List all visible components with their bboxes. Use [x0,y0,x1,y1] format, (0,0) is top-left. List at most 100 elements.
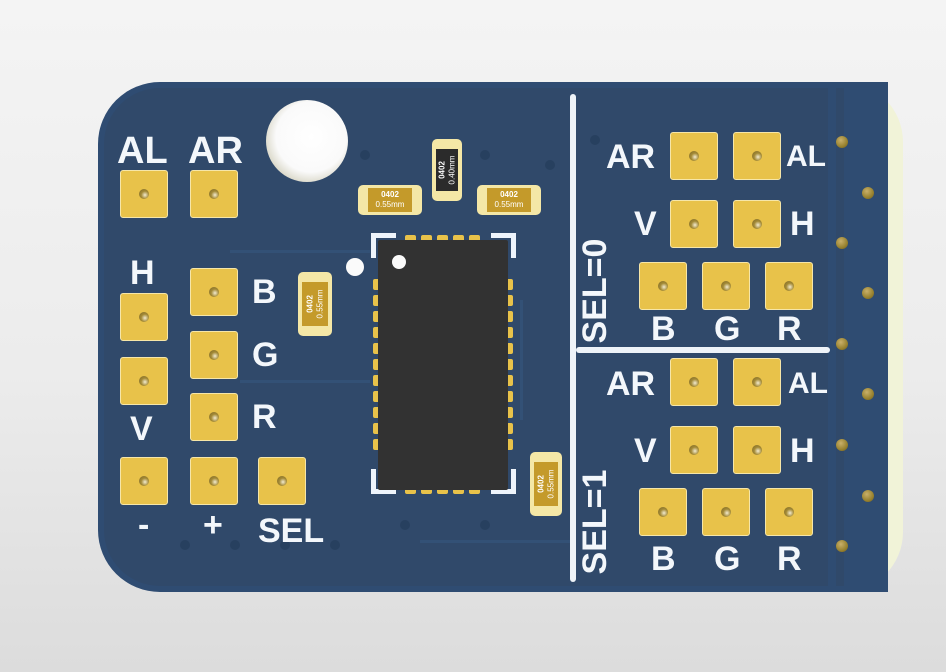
silkscreen-divider-vertical [570,94,576,582]
sel0-label-h: H [790,205,815,243]
sel0-label-v: V [634,205,657,243]
cap-top-center[interactable]: 0402 0.40mm [432,139,462,201]
cap-size: 0402 [437,161,446,179]
sel1-pad-b[interactable] [639,488,687,536]
ic-pin-pad [373,391,380,402]
ic-pin-pad [453,235,464,242]
pad-b[interactable] [190,268,238,316]
cap-height: 0.55mm [494,200,524,209]
silkscreen-divider-horizontal [576,347,830,353]
edge-strip [828,84,836,590]
ic-pin-pad [437,487,448,494]
pad-drill [689,151,699,161]
sel1-pad-ar[interactable] [670,358,718,406]
sel1-label-ar: AR [606,365,656,403]
pad-drill [721,281,731,291]
ic-pin-pad [373,439,380,450]
edge-via [862,490,874,502]
sel0-pad-r[interactable] [765,262,813,310]
ic-pin-pad [373,407,380,418]
ic-pin-pad [506,391,513,402]
pad-drill [139,476,149,486]
pad-minus[interactable] [120,457,168,505]
via [280,540,290,550]
cap-left-vertical[interactable]: 0402 0.55mm [298,272,332,336]
ic-pin-pad [506,359,513,370]
pad-drill [689,219,699,229]
sel1-pad-al[interactable] [733,358,781,406]
cap-top-left[interactable]: 0402 0.55mm [358,185,422,215]
cap-size: 0402 [305,295,314,313]
label-r: R [252,398,277,436]
ic-pin-pad [421,487,432,494]
cap-height: 0.55mm [375,200,405,209]
pad-g[interactable] [190,331,238,379]
via [330,540,340,550]
sel1-label-r: R [777,540,802,578]
pad-drill [784,281,794,291]
sel1-label-al: AL [788,367,828,400]
via [480,520,490,530]
pad-drill [209,476,219,486]
via [545,160,555,170]
cap-size: 0402 [500,190,518,199]
sel0-pad-ar[interactable] [670,132,718,180]
pad-drill [784,507,794,517]
sel0-pad-al[interactable] [733,132,781,180]
pad-sel[interactable] [258,457,306,505]
ic-pin-pad [421,235,432,242]
pad-al[interactable] [120,170,168,218]
ic-pin-pad [506,327,513,338]
ic-pin-pad [453,487,464,494]
label-g: G [252,336,279,374]
ic-pin-pad [506,423,513,434]
ic-pin-pad [437,235,448,242]
cap-top-right[interactable]: 0402 0.55mm [477,185,541,215]
pad-r[interactable] [190,393,238,441]
label-sel: SEL [258,512,325,550]
label-minus: - [138,506,150,544]
cap-height: 0.40mm [447,155,456,185]
ic-pin-pad [506,311,513,322]
label-b: B [252,273,277,311]
pad-v[interactable] [120,357,168,405]
sel1-pad-r[interactable] [765,488,813,536]
label-ar: AR [188,130,243,172]
sel0-pad-g[interactable] [702,262,750,310]
pad-drill [139,376,149,386]
sel1-label-v: V [634,432,657,470]
cap-size: 0402 [536,475,545,493]
sel1-label-h: H [790,432,815,470]
edge-via [862,187,874,199]
sel0-label-ar: AR [606,138,656,176]
sel1-pad-h[interactable] [733,426,781,474]
sel1-pad-g[interactable] [702,488,750,536]
sel0-pad-v[interactable] [670,200,718,248]
ic-pin-pad [373,279,380,290]
via [400,520,410,530]
ic-pin-pad [373,359,380,370]
sel0-pad-b[interactable] [639,262,687,310]
edge-via [836,136,848,148]
sel0-pad-h[interactable] [733,200,781,248]
pad-drill [689,377,699,387]
trace [520,300,583,420]
sel0-label-b: B [651,310,676,348]
cap-size: 0402 [381,190,399,199]
label-plus: + [203,506,223,544]
ic-pin-pad [405,487,416,494]
pad-plus[interactable] [190,457,238,505]
trace [230,210,370,253]
pin1-indicator [392,255,406,269]
pad-drill [139,189,149,199]
pad-drill [658,281,668,291]
ic-pin-pad [506,279,513,290]
via [180,540,190,550]
ic-chip[interactable] [378,240,508,490]
pad-drill [689,445,699,455]
ic-pin-pad [373,375,380,386]
cap-right-vertical[interactable]: 0402 0.55mm [530,452,562,516]
sel1-pad-v[interactable] [670,426,718,474]
pad-ar[interactable] [190,170,238,218]
pad-h[interactable] [120,293,168,341]
